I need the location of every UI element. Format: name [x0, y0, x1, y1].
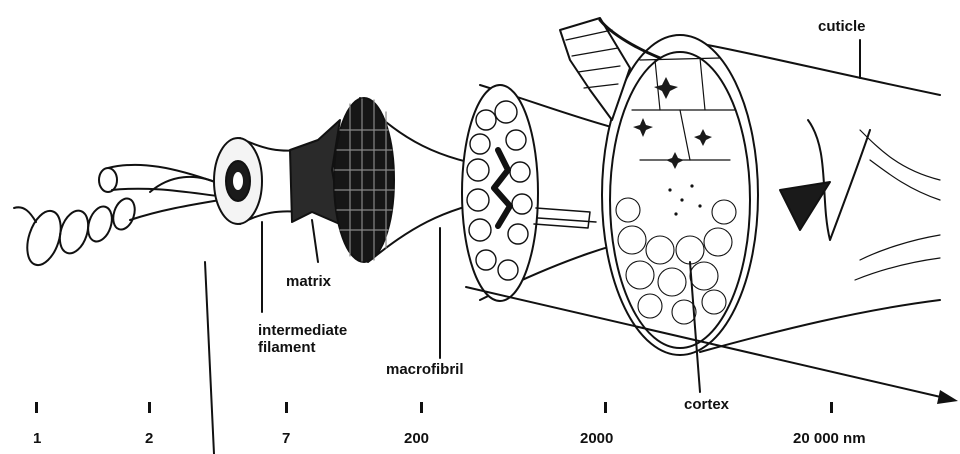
protofilament-strands — [99, 165, 222, 220]
scale-value: 1 — [33, 430, 41, 447]
scale-value: 200 — [404, 430, 429, 447]
hair-shaft — [560, 18, 940, 355]
matrix-label: matrix — [286, 273, 331, 290]
intermediate-filament-cone — [214, 138, 300, 224]
scale-tick — [830, 402, 833, 413]
macrofibril-label: macrofibril — [386, 361, 464, 378]
intermediate-filament-label-line2: filament — [258, 339, 347, 356]
scale-value: 20 000 nm — [793, 430, 866, 447]
alpha-helix-coil — [14, 196, 138, 270]
scale-value: 2 — [145, 430, 153, 447]
cuticle-scales — [780, 120, 940, 280]
cortex-label: cortex — [684, 396, 729, 413]
intermediate-filament-label: intermediate filament — [258, 322, 347, 356]
scale-value: 2000 — [580, 430, 613, 447]
scale-tick — [420, 402, 423, 413]
scale-tick — [148, 402, 151, 413]
cuticle-label: cuticle — [818, 18, 866, 35]
scale-tick — [285, 402, 288, 413]
scale-tick — [604, 402, 607, 413]
scale-tick — [35, 402, 38, 413]
scale-value: 7 — [282, 430, 290, 447]
intermediate-filament-label-line1: intermediate — [258, 322, 347, 339]
pointer-line — [205, 262, 214, 454]
